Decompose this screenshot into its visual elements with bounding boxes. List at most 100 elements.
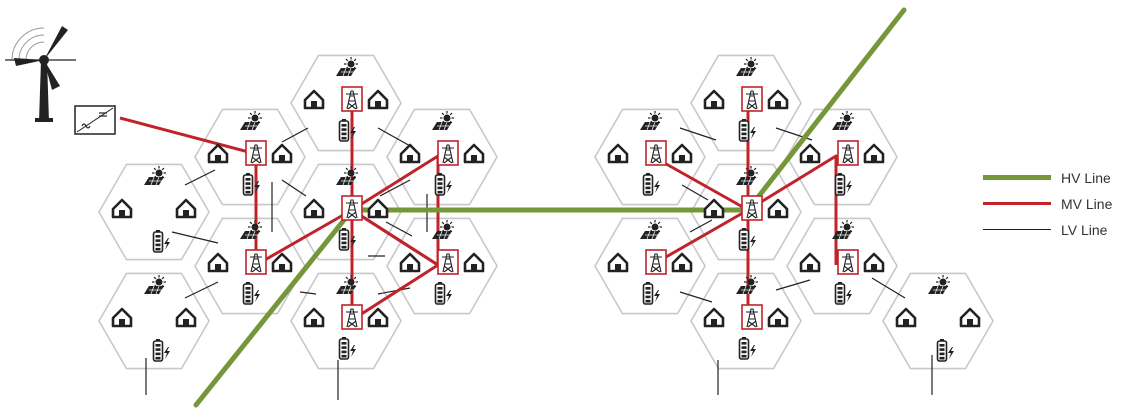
house-icon (175, 307, 197, 328)
substation-icon (437, 140, 459, 166)
substation-icon (645, 249, 667, 275)
battery-icon (642, 282, 660, 305)
solar-panel-icon (336, 166, 358, 186)
house-icon (463, 252, 485, 273)
battery-icon (738, 337, 756, 360)
solar-panel-icon (832, 220, 854, 240)
battery-icon (242, 173, 260, 196)
house-icon (367, 198, 389, 219)
battery-icon (338, 119, 356, 142)
hv-line (745, 7, 907, 213)
lv-line (184, 169, 216, 186)
solar-panel-icon (144, 166, 166, 186)
substation-icon (741, 304, 763, 330)
battery-icon (738, 228, 756, 251)
substation-icon (245, 140, 267, 166)
mv-line-swatch (983, 202, 1051, 205)
solar-panel-icon (240, 111, 262, 131)
solar-panel-icon (240, 220, 262, 240)
legend-item-lv: LV Line (975, 220, 1125, 240)
house-icon (767, 89, 789, 110)
battery-icon (338, 337, 356, 360)
hex-cell (98, 272, 210, 370)
substation-icon (645, 140, 667, 166)
house-icon (671, 143, 693, 164)
house-icon (767, 198, 789, 219)
house-icon (703, 307, 725, 328)
wind-generation (5, 26, 116, 135)
house-icon (207, 252, 229, 273)
battery-icon (834, 282, 852, 305)
substation-icon (245, 249, 267, 275)
hex-cell (882, 272, 994, 370)
house-icon (367, 89, 389, 110)
lv-line (281, 179, 307, 197)
solar-panel-icon (432, 111, 454, 131)
mv-line (119, 116, 257, 156)
lv-line-swatch (983, 229, 1051, 230)
lv-line (871, 277, 906, 299)
house-icon (799, 143, 821, 164)
cell-icons (111, 57, 981, 362)
legend-item-mv: MV Line (975, 194, 1125, 214)
house-icon (175, 198, 197, 219)
house-icon (799, 252, 821, 273)
solar-panel-icon (640, 220, 662, 240)
solar-panel-icon (832, 111, 854, 131)
lv-line (184, 281, 219, 299)
house-icon (607, 252, 629, 273)
house-icon (303, 198, 325, 219)
house-icon (271, 252, 293, 273)
lv-line (681, 184, 709, 201)
substation-icon (341, 86, 363, 112)
house-icon (863, 252, 885, 273)
lv-line (281, 127, 309, 143)
inverter-icon (74, 105, 116, 135)
house-icon (207, 143, 229, 164)
house-icon (111, 307, 133, 328)
battery-icon (242, 282, 260, 305)
battery-icon (834, 173, 852, 196)
battery-icon (152, 339, 170, 362)
house-icon (271, 143, 293, 164)
substation-icon (341, 195, 363, 221)
lv-line (171, 231, 219, 244)
legend-label-lv: LV Line (1061, 222, 1108, 238)
house-icon (607, 143, 629, 164)
lv-line (377, 287, 411, 295)
wind-turbine-icon (11, 26, 68, 122)
house-icon (863, 143, 885, 164)
substation-icon (741, 86, 763, 112)
lv-line (679, 127, 717, 141)
legend-label-hv: HV Line (1061, 170, 1111, 186)
substation-icon (837, 140, 859, 166)
solar-panel-icon (640, 111, 662, 131)
house-icon (111, 198, 133, 219)
legend-label-mv: MV Line (1061, 196, 1113, 212)
solar-panel-icon (336, 275, 358, 295)
legend-item-hv: HV Line (975, 168, 1125, 188)
battery-icon (936, 339, 954, 362)
solar-panel-icon (736, 275, 758, 295)
solar-panel-icon (736, 166, 758, 186)
lv-line (679, 291, 713, 303)
solar-panel-icon (928, 275, 950, 295)
battery-icon (434, 282, 452, 305)
lv-line (299, 291, 317, 295)
solar-panel-icon (432, 220, 454, 240)
lv-line (379, 179, 411, 197)
solar-panel-icon (336, 57, 358, 77)
house-icon (399, 252, 421, 273)
battery-icon (152, 230, 170, 253)
house-icon (303, 89, 325, 110)
lv-line (689, 219, 713, 233)
lv-line (377, 127, 413, 148)
battery-icon (738, 119, 756, 142)
house-icon (703, 89, 725, 110)
house-icon (959, 307, 981, 328)
house-icon (703, 198, 725, 219)
solar-panel-icon (144, 275, 166, 295)
mv-line (651, 208, 749, 267)
battery-icon (642, 173, 660, 196)
